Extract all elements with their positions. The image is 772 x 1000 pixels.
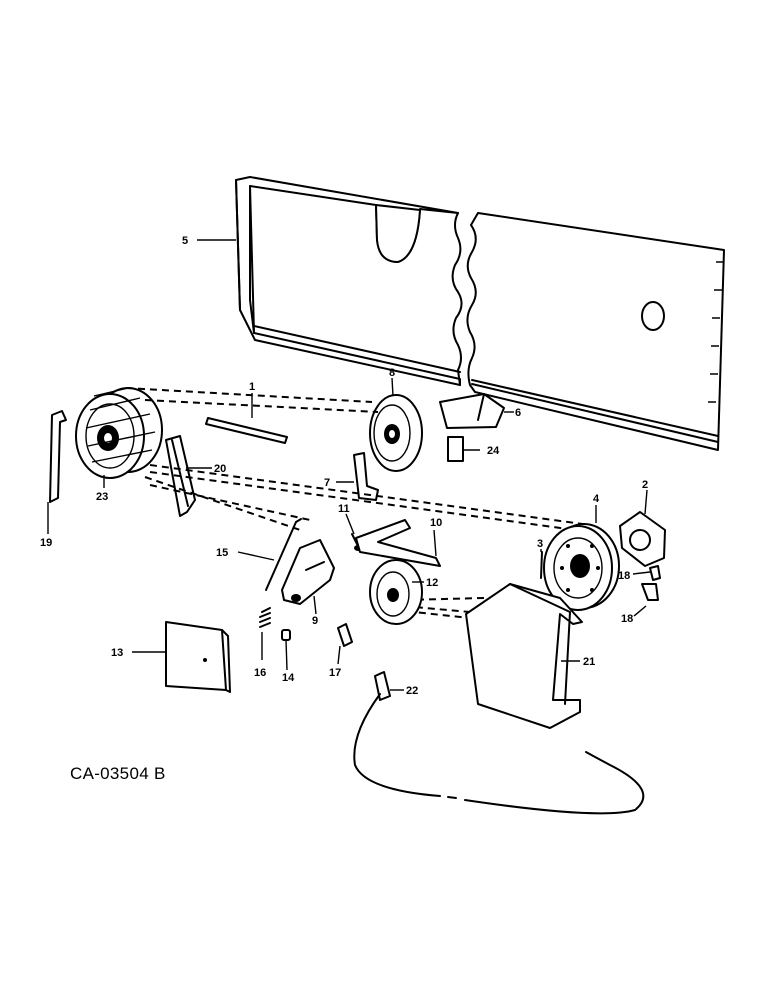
label-5: 5 bbox=[182, 235, 188, 247]
part-19-bracket-strip bbox=[49, 410, 67, 503]
label-17: 17 bbox=[329, 667, 341, 679]
part-7-bracket bbox=[353, 452, 379, 501]
label-7: 7 bbox=[324, 477, 330, 489]
label-18-lower: 18 bbox=[621, 613, 633, 625]
diagram-code: CA-03504 B bbox=[70, 764, 166, 783]
label-11: 11 bbox=[338, 503, 350, 515]
label-6: 6 bbox=[515, 407, 521, 419]
label-24: 24 bbox=[487, 445, 500, 457]
label-3: 3 bbox=[537, 538, 543, 550]
part-14-bushing bbox=[281, 629, 291, 641]
part-9-arm-bracket bbox=[281, 539, 335, 605]
part-2-bearing-flange bbox=[619, 511, 666, 567]
label-4: 4 bbox=[593, 493, 600, 505]
label-13: 13 bbox=[111, 647, 123, 659]
label-12: 12 bbox=[426, 577, 438, 589]
part-15-rod bbox=[265, 518, 302, 591]
part-1-shaft bbox=[205, 417, 288, 444]
part-4-drive-sheave bbox=[543, 523, 620, 611]
label-2: 2 bbox=[642, 479, 648, 491]
belt-routing-lines bbox=[125, 387, 591, 619]
label-1: 1 bbox=[249, 381, 255, 393]
label-8: 8 bbox=[389, 367, 395, 379]
part-8-sheave bbox=[369, 394, 423, 472]
part-23-double-sheave bbox=[75, 387, 163, 479]
part-24-plate bbox=[447, 436, 464, 462]
part-6-bracket bbox=[439, 393, 505, 429]
callout-labels: 5 1 8 6 24 7 20 23 19 15 11 10 12 9 13 1… bbox=[40, 235, 648, 697]
part-13-decal-plate bbox=[165, 621, 231, 693]
label-23: 23 bbox=[96, 491, 108, 503]
label-18-upper: 18 bbox=[618, 570, 630, 582]
part-21-belt-guard bbox=[465, 583, 583, 729]
part-3-bolt bbox=[540, 551, 543, 579]
label-20: 20 bbox=[214, 463, 226, 475]
part-10-idler-arm bbox=[355, 519, 441, 567]
label-16: 16 bbox=[254, 667, 266, 679]
label-14: 14 bbox=[282, 672, 295, 684]
leader-lines bbox=[47, 239, 651, 691]
label-19: 19 bbox=[40, 537, 52, 549]
label-10: 10 bbox=[430, 517, 442, 529]
part-16-spring bbox=[259, 607, 271, 628]
label-9: 9 bbox=[312, 615, 318, 627]
label-22: 22 bbox=[406, 685, 418, 697]
part-5-shield-panel bbox=[235, 176, 725, 451]
part-18-clips bbox=[641, 565, 661, 601]
part-22-cable bbox=[353, 671, 645, 815]
part-17-pin bbox=[337, 623, 353, 647]
part-12-idler-pulley bbox=[369, 559, 423, 625]
label-21: 21 bbox=[583, 656, 595, 668]
label-15: 15 bbox=[216, 547, 228, 559]
